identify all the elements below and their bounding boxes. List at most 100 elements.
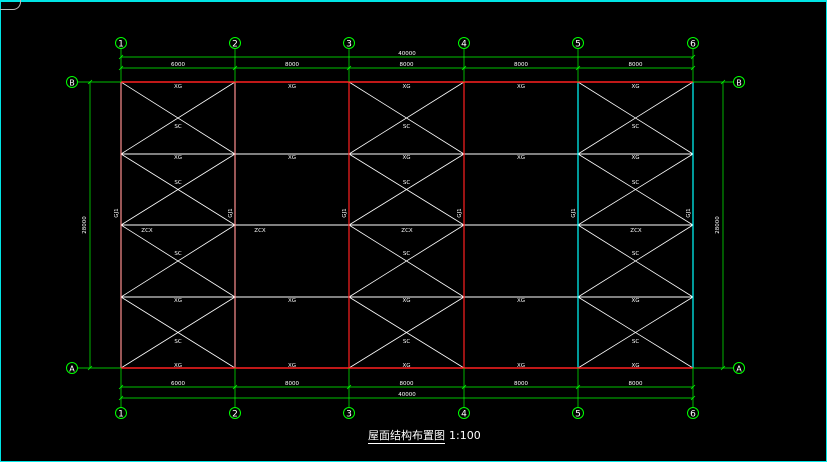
axis-bubble	[572, 37, 584, 49]
dimension-tick	[690, 384, 696, 390]
bay-dimension: 6000	[171, 62, 185, 68]
axis-bubble	[66, 362, 78, 374]
dimension-tick	[118, 65, 124, 71]
strut-label: ZCX	[141, 228, 153, 234]
total-dimension: 40000	[398, 51, 416, 57]
tie-label: XG	[517, 298, 525, 304]
dimension-tick	[720, 365, 726, 371]
bay-dimension: 6000	[171, 381, 185, 387]
axis-bubble	[115, 37, 127, 49]
axis-bubble	[572, 407, 584, 419]
tie-label: XG	[517, 84, 525, 90]
dimension-tick	[87, 79, 93, 85]
axis-label-6: 6	[690, 410, 696, 420]
axis-label-3: 3	[346, 410, 352, 420]
brace-diagonal	[348, 224, 465, 298]
axis-bubble	[458, 37, 470, 49]
tie-label: XG	[402, 84, 410, 90]
drawing-scale: 1:100	[449, 429, 481, 442]
tie-label: XG	[631, 155, 639, 161]
brace-diagonal	[577, 81, 694, 155]
brace-diagonal	[577, 296, 694, 369]
dimension-tick	[87, 365, 93, 371]
tie-label: XG	[174, 363, 182, 369]
tie-label: XG	[402, 298, 410, 304]
dimension-tick	[461, 65, 467, 71]
tie-label: XG	[517, 155, 525, 161]
axis-bubble	[458, 407, 470, 419]
axis-label-2: 2	[232, 40, 238, 50]
brace-label: SC	[403, 180, 410, 186]
span-dimension: 28000	[82, 216, 88, 234]
tie-label: XG	[631, 84, 639, 90]
strut-label: ZCX	[254, 228, 266, 234]
axis-label-B: B	[69, 79, 75, 88]
axis-bubble	[687, 37, 699, 49]
tie-label: XG	[402, 155, 410, 161]
dimension-tick	[575, 65, 581, 71]
axis-label-1: 1	[118, 40, 124, 50]
brace-label: SC	[403, 339, 410, 345]
brace-diagonal	[348, 153, 465, 226]
axis-label-5: 5	[575, 410, 581, 420]
brace-diagonal	[120, 224, 236, 298]
dimension-tick	[720, 79, 726, 85]
tie-label: XG	[631, 298, 639, 304]
brace-diagonal	[348, 296, 465, 369]
brace-diagonal	[577, 153, 694, 226]
dimension-tick	[346, 384, 352, 390]
axis-bubble	[229, 407, 241, 419]
brace-label: SC	[632, 251, 639, 257]
bay-dimension: 8000	[400, 62, 414, 68]
brace-label: SC	[403, 251, 410, 257]
strut-label: ZCX	[401, 228, 413, 234]
bay-dimension: 8000	[514, 381, 528, 387]
axis-label-3: 3	[346, 40, 352, 50]
drawing-title: 屋面结构布置图	[368, 429, 445, 444]
dimension-tick	[118, 395, 124, 401]
axis-label-B: B	[736, 79, 742, 88]
brace-label: SC	[174, 251, 181, 257]
bay-dimension: 8000	[285, 381, 299, 387]
tie-label: XG	[288, 155, 296, 161]
bay-dimension: 8000	[285, 62, 299, 68]
brace-diagonal	[120, 81, 236, 155]
frame-label: GJ1	[342, 208, 348, 217]
tie-label: XG	[174, 155, 182, 161]
axis-label-1: 1	[118, 410, 124, 420]
brace-diagonal	[120, 296, 236, 369]
frame-label: GJ1	[571, 208, 577, 217]
axis-bubble	[66, 76, 78, 88]
tie-label: XG	[631, 363, 639, 369]
dimension-tick	[690, 395, 696, 401]
brace-label: SC	[174, 124, 181, 130]
frame-label: GJ1	[686, 208, 692, 217]
dimension-tick	[690, 65, 696, 71]
axis-bubble	[343, 37, 355, 49]
axis-bubble	[115, 407, 127, 419]
axis-bubble	[229, 37, 241, 49]
brace-label: SC	[632, 339, 639, 345]
tie-label: XG	[288, 84, 296, 90]
tie-label: XG	[517, 363, 525, 369]
dimension-tick	[118, 54, 124, 60]
axis-label-A: A	[736, 365, 742, 374]
dimension-tick	[232, 65, 238, 71]
bay-dimension: 8000	[629, 62, 643, 68]
frame-label: GJ1	[457, 208, 463, 217]
axis-label-4: 4	[461, 410, 467, 420]
dimension-tick	[575, 384, 581, 390]
axis-bubble	[687, 407, 699, 419]
span-dimension: 28000	[715, 216, 721, 234]
dimension-tick	[232, 384, 238, 390]
brace-label: SC	[174, 180, 181, 186]
axis-label-2: 2	[232, 410, 238, 420]
brace-label: SC	[632, 124, 639, 130]
brace-diagonal	[120, 153, 236, 226]
axis-label-5: 5	[575, 40, 581, 50]
brace-diagonal	[348, 81, 465, 155]
axis-label-A: A	[69, 365, 75, 374]
brace-diagonal	[577, 224, 694, 298]
axis-bubble	[343, 407, 355, 419]
